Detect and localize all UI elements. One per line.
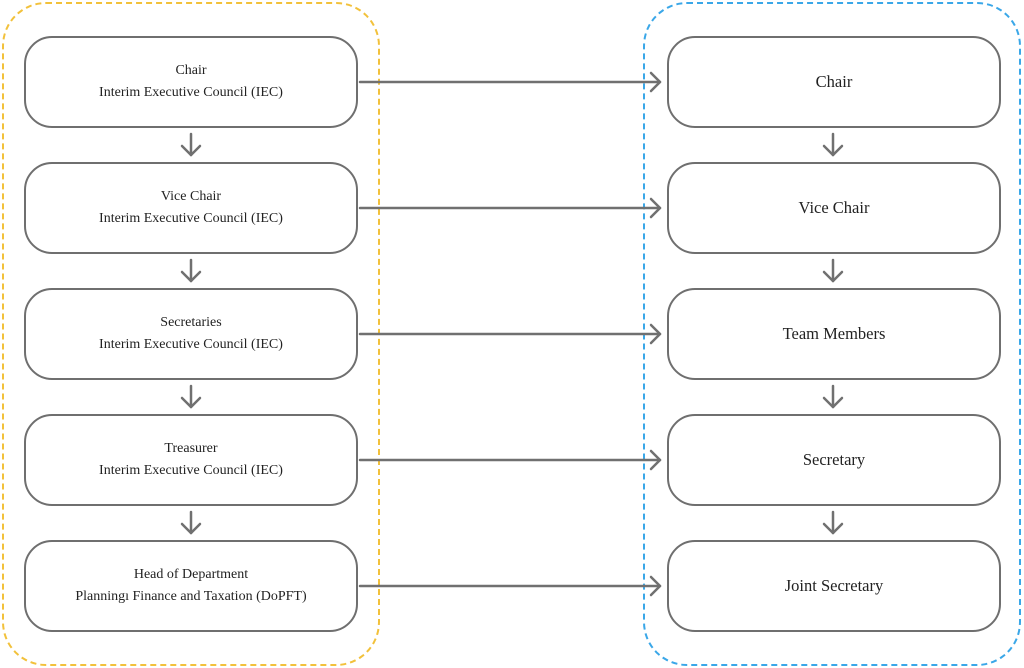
box-title: Joint Secretary [784, 576, 884, 595]
box-title: Chair [815, 72, 853, 91]
right-box-chair: Chair [667, 36, 1001, 128]
box-title: Treasurer [164, 441, 218, 456]
box-subtitle: Interim Executive Council (IEC) [99, 337, 283, 352]
box-title: Head of Department [133, 567, 249, 582]
box-title: Team Members [782, 324, 886, 343]
box-title: Chair [175, 63, 207, 78]
right-box-joint-secretary: Joint Secretary [667, 540, 1001, 632]
box-subtitle: Planningı Finance and Taxation (DoPFT) [75, 589, 307, 604]
box-title: Vice Chair [798, 198, 870, 217]
box-subtitle: Interim Executive Council (IEC) [99, 211, 283, 226]
right-box-vice-chair: Vice Chair [667, 162, 1001, 254]
right-box-secretary: Secretary [667, 414, 1001, 506]
left-box-vice-chair: Vice Chair Interim Executive Council (IE… [24, 162, 358, 254]
left-box-chair: Chair Interim Executive Council (IEC) [24, 36, 358, 128]
left-box-head-of-department: Head of Department Planningı Finance and… [24, 540, 358, 632]
left-box-treasurer: Treasurer Interim Executive Council (IEC… [24, 414, 358, 506]
arrow-right-5 [358, 575, 662, 597]
right-box-team-members: Team Members [667, 288, 1001, 380]
arrow-right-2 [358, 197, 662, 219]
left-box-secretaries: Secretaries Interim Executive Council (I… [24, 288, 358, 380]
box-title: Secretaries [160, 315, 222, 330]
box-subtitle: Interim Executive Council (IEC) [99, 463, 283, 478]
box-title: Vice Chair [160, 189, 222, 204]
box-title: Secretary [802, 450, 866, 469]
arrow-right-4 [358, 449, 662, 471]
box-subtitle: Interim Executive Council (IEC) [99, 85, 283, 100]
arrow-right-1 [358, 71, 662, 93]
arrow-right-3 [358, 323, 662, 345]
